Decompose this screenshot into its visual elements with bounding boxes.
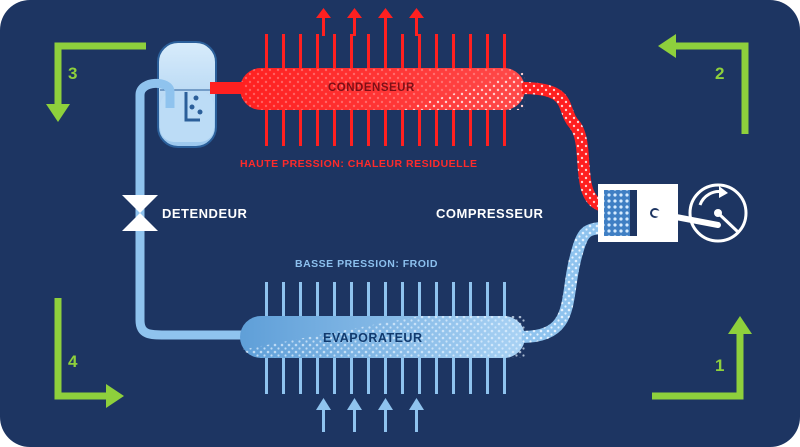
cold-in-arrow-icon [316,398,424,432]
heat-out-arrow-icon [316,8,424,36]
step-number-1: 1 [715,356,725,375]
expansion-valve-label: DETENDEUR [162,206,248,221]
step-number-3: 3 [68,64,78,83]
step-arrowheads [46,34,752,408]
evaporator [240,282,525,432]
compressor-label: COMPRESSEUR [436,206,544,221]
gauge-icon [688,183,748,243]
high-pressure-label: HAUTE PRESSION: CHALEUR RESIDUELLE [240,158,478,170]
step-arrow-icon [54,42,749,400]
compressor-icon [598,184,721,242]
evaporator-label: EVAPORATEUR [323,331,423,345]
valve-icon [122,195,158,231]
step-number-2: 2 [715,64,725,83]
step-number-4: 4 [68,352,78,371]
condenser-label: CONDENSEUR [328,82,415,94]
reservoir-icon [157,41,244,148]
condenser [240,8,525,146]
low-pressure-label: BASSE PRESSION: FROID [295,258,438,270]
